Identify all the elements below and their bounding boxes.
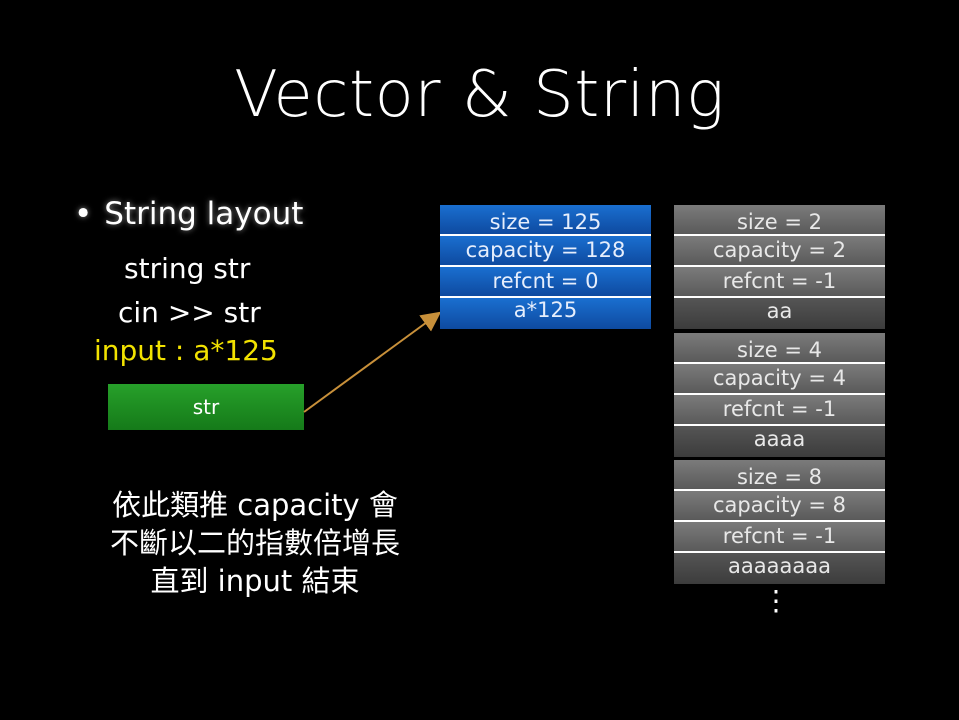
bullet-text: String layout bbox=[104, 196, 304, 232]
string-block-cap-4: size = 4 capacity = 4 refcnt = -1 aaaa bbox=[674, 333, 885, 457]
capacity-cell: capacity = 2 bbox=[674, 236, 885, 267]
data-cell: aaaa bbox=[674, 426, 885, 457]
capacity-cell: capacity = 4 bbox=[674, 364, 885, 395]
input-line: input : a*125 bbox=[94, 334, 278, 367]
note-line-3: 直到 input 結束 bbox=[150, 564, 360, 598]
code-line-declare: string str bbox=[124, 252, 251, 285]
string-block-cap-2: size = 2 capacity = 2 refcnt = -1 aa bbox=[674, 205, 885, 329]
capacity-cell: capacity = 8 bbox=[674, 491, 885, 522]
note-line-1: 依此類推 capacity 會 bbox=[112, 488, 398, 522]
refcnt-cell: refcnt = -1 bbox=[674, 267, 885, 298]
refcnt-cell: refcnt = 0 bbox=[440, 267, 651, 298]
data-cell: a*125 bbox=[440, 298, 651, 329]
size-cell: size = 125 bbox=[440, 205, 651, 236]
size-cell: size = 8 bbox=[674, 460, 885, 491]
string-block-cap-8: size = 8 capacity = 8 refcnt = -1 aaaaaa… bbox=[674, 460, 885, 584]
refcnt-cell: refcnt = -1 bbox=[674, 395, 885, 426]
note-line-2: 不斷以二的指數倍增長 bbox=[109, 526, 400, 560]
continuation-ellipsis: ⋮ bbox=[762, 584, 790, 617]
explanation-note: 依此類推 capacity 會 不斷以二的指數倍增長 直到 input 結束 bbox=[60, 486, 450, 600]
str-variable-box: str bbox=[108, 384, 304, 430]
size-cell: size = 4 bbox=[674, 333, 885, 364]
bullet-dot-icon: • bbox=[74, 196, 93, 232]
slide-title: Vector & String bbox=[234, 58, 725, 132]
data-cell: aaaaaaaa bbox=[674, 553, 885, 584]
active-string-block: size = 125 capacity = 128 refcnt = 0 a*1… bbox=[440, 205, 651, 329]
capacity-cell: capacity = 128 bbox=[440, 236, 651, 267]
refcnt-cell: refcnt = -1 bbox=[674, 522, 885, 553]
size-cell: size = 2 bbox=[674, 205, 885, 236]
code-line-cin: cin >> str bbox=[118, 296, 261, 329]
bullet-string-layout: • String layout bbox=[74, 196, 303, 232]
data-cell: aa bbox=[674, 298, 885, 329]
